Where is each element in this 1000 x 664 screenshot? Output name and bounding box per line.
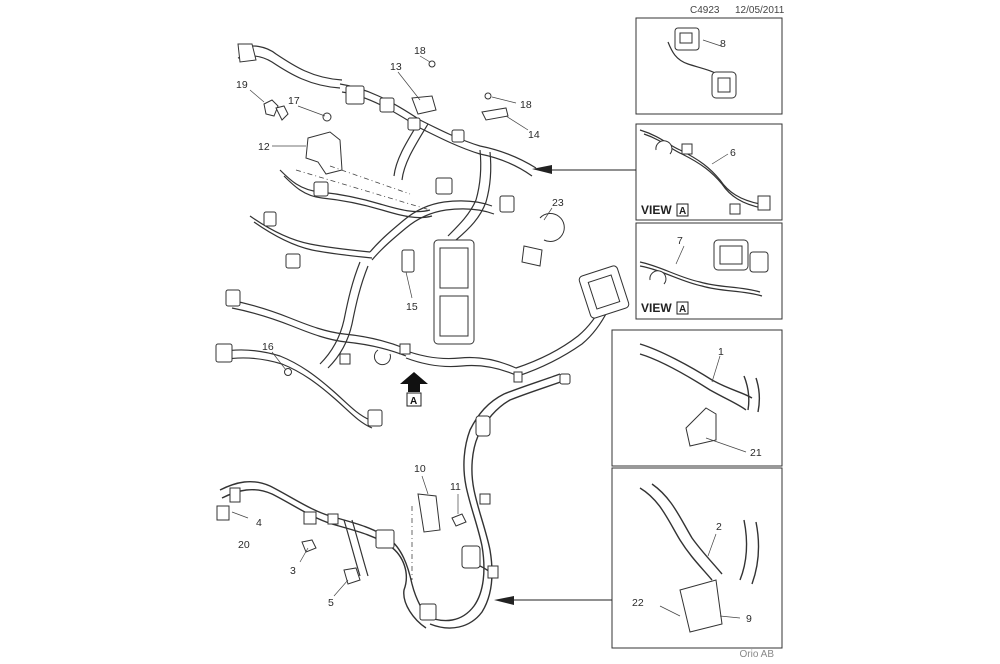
callout-4: 4 xyxy=(256,517,262,529)
detail-panel-hose-1 xyxy=(611,329,783,467)
callout-20: 20 xyxy=(238,539,250,551)
detail-panel-connector-8 xyxy=(635,17,783,115)
callout-22: 22 xyxy=(632,597,644,609)
callout-12: 12 xyxy=(258,141,270,153)
callout-17: 17 xyxy=(288,95,300,107)
view-a-arrow xyxy=(400,372,428,407)
callout-10: 10 xyxy=(414,463,426,475)
callout-13: 13 xyxy=(390,61,402,73)
upper-leader-lines xyxy=(249,55,636,371)
detail-panel-view-a-lower xyxy=(635,222,783,320)
callout-15: 15 xyxy=(406,301,418,313)
lower-battery-cable-harness xyxy=(216,373,612,629)
watermark: Orio AB xyxy=(739,649,774,660)
callout-19: 19 xyxy=(236,79,248,91)
detail-panel-view-a-upper xyxy=(635,123,783,221)
callout-6: 6 xyxy=(730,147,736,159)
view-a-marker-letter: A xyxy=(410,396,417,407)
callout-9: 9 xyxy=(746,613,752,625)
callout-5: 5 xyxy=(328,597,334,609)
callout-numbers: 1 2 3 4 5 6 7 8 9 10 11 12 13 14 15 16 1… xyxy=(236,38,762,625)
callout-18-right: 18 xyxy=(520,99,532,111)
callout-21: 21 xyxy=(750,447,762,459)
view-a-label-lower: VIEW A xyxy=(641,301,689,315)
drawing-reference: C4923 xyxy=(690,5,720,16)
callout-2: 2 xyxy=(716,521,722,533)
small-parts-upper-left xyxy=(263,60,509,376)
callout-14: 14 xyxy=(528,129,540,141)
callout-3: 3 xyxy=(290,565,296,577)
upper-engine-harness xyxy=(215,43,630,429)
detail-panel-hose-2 xyxy=(611,467,783,649)
callout-16: 16 xyxy=(262,341,274,353)
callout-1: 1 xyxy=(718,346,724,358)
callout-23: 23 xyxy=(552,197,564,209)
callout-11: 11 xyxy=(450,481,461,493)
view-label-word: VIEW xyxy=(641,301,672,315)
callout-7: 7 xyxy=(677,235,683,247)
callout-8: 8 xyxy=(720,38,726,50)
drawing-date: 12/05/2011 xyxy=(735,5,785,16)
view-label-letter: A xyxy=(679,304,686,315)
view-label-word: VIEW xyxy=(641,203,672,217)
view-label-letter: A xyxy=(679,206,686,217)
view-a-label-upper: VIEW A xyxy=(641,203,689,217)
callout-18-upper: 18 xyxy=(414,45,426,57)
